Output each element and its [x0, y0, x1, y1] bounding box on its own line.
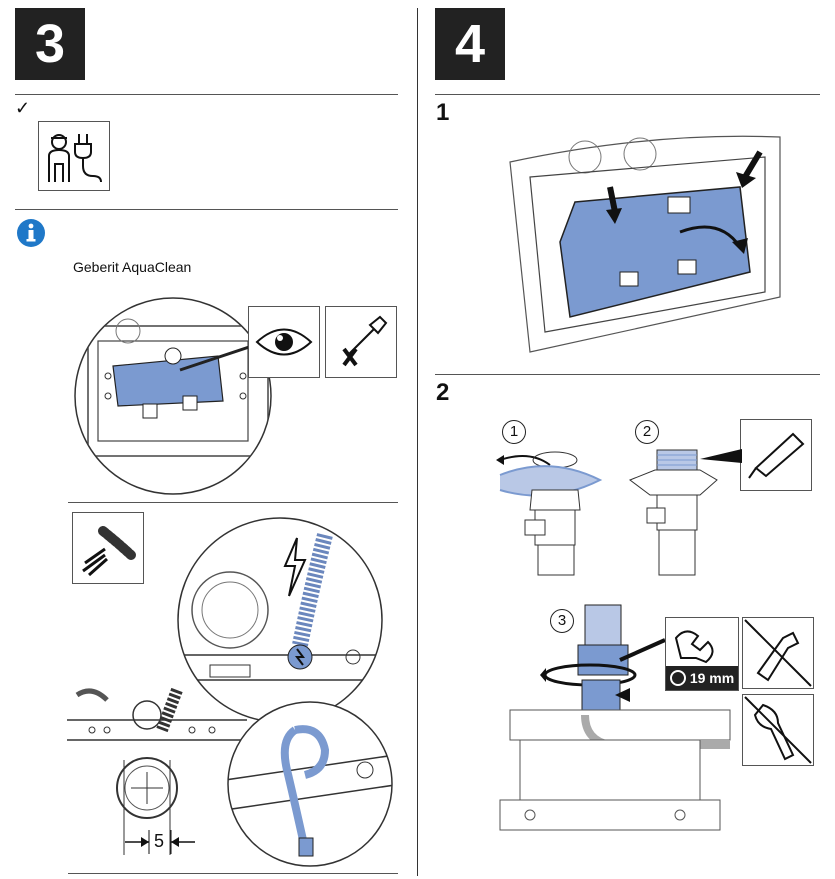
- valve-thread-illustration: [625, 440, 720, 580]
- valve-taping-illustration: [490, 435, 610, 580]
- callout-2: 2: [635, 420, 659, 444]
- callout-1: 1: [502, 420, 526, 444]
- panel-removal-illustration: [500, 132, 810, 357]
- callout-2-label: 2: [642, 423, 652, 440]
- mid-left-rule: [68, 502, 398, 503]
- hex-nut-icon: [669, 670, 686, 686]
- wrench-size-badge: 19 mm: [666, 666, 738, 690]
- step-4-box: 4: [435, 8, 505, 80]
- no-adjustable-wrench-icon: [742, 694, 814, 766]
- cable-bundle-icon: [72, 512, 144, 584]
- callout-1-label: 1: [509, 423, 519, 440]
- dimension-label: 5: [154, 831, 165, 851]
- column-divider: [417, 8, 418, 876]
- substep-1-number: 1: [436, 99, 450, 126]
- electric-hazard-illustration: [175, 515, 385, 725]
- callout-3-label: 3: [557, 612, 567, 629]
- no-pipe-wrench-icon: [742, 617, 814, 689]
- product-name: Geberit AquaClean: [73, 259, 192, 275]
- check-mark: ✓: [15, 98, 31, 118]
- step-3-rule: [15, 94, 398, 95]
- wrench-size-label: 19 mm: [689, 670, 735, 686]
- step-3-box: 3: [15, 8, 85, 80]
- substep-2-rule: [435, 374, 820, 375]
- no-screwdriver-icon: [325, 306, 397, 378]
- aquaclean-opening-illustration: [68, 296, 278, 496]
- info-icon: [16, 218, 46, 248]
- callout-3: 3: [550, 609, 574, 633]
- info-rule: [15, 209, 398, 210]
- sealant-tube-icon: [740, 419, 812, 491]
- substep-2-number: 2: [436, 379, 450, 406]
- step-4-rule: [435, 94, 820, 95]
- eye-icon: [248, 306, 320, 378]
- electric-hazard-icon: [283, 537, 307, 597]
- vice-tightening-illustration: [490, 600, 740, 840]
- cable-tie-illustration: [225, 700, 395, 868]
- step-4-number: 4: [454, 14, 486, 74]
- step-3-number: 3: [34, 14, 66, 74]
- eye-pointer-line: [179, 343, 256, 372]
- pipe-rail-illustration: [62, 680, 252, 865]
- tube-pointer: [700, 449, 742, 463]
- bottom-left-rule: [68, 873, 398, 874]
- installer-electrician-icon: [38, 121, 110, 191]
- dimension-arrows: [125, 830, 195, 854]
- wrench-icon: 19 mm: [665, 617, 739, 691]
